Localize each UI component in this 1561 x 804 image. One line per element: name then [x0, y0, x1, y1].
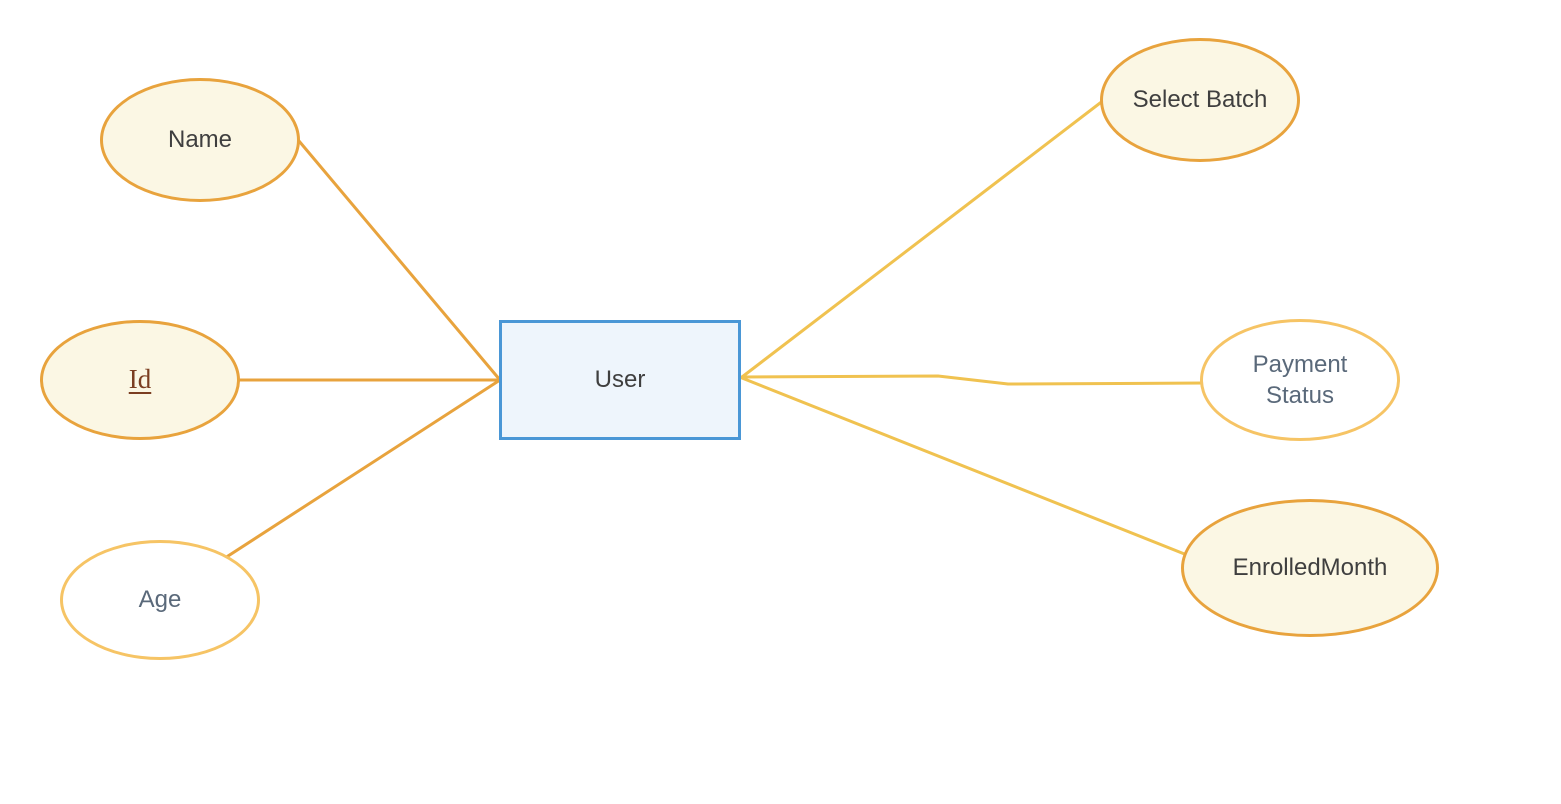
edge-user-payment-status[interactable] [740, 374, 1208, 386]
edge-user-select-batch[interactable] [740, 98, 1106, 379]
edge-user-name[interactable] [297, 139, 502, 382]
attribute-ellipse-enrolled-month[interactable]: EnrolledMonth [1181, 499, 1439, 637]
attribute-ellipse-name[interactable]: Name [100, 78, 300, 202]
attribute-ellipse-payment-status[interactable]: Payment Status [1200, 319, 1400, 441]
attribute-ellipse-age[interactable]: Age [60, 540, 260, 660]
attribute-label-select-batch: Select Batch [1132, 86, 1268, 114]
attribute-label-name: Name [167, 126, 233, 154]
attribute-ellipse-id[interactable]: Id [40, 320, 240, 440]
attribute-label-age: Age [138, 586, 182, 614]
attribute-label-enrolled-month: EnrolledMonth [1232, 554, 1388, 582]
edge-user-enrolled-month[interactable] [740, 376, 1194, 559]
attribute-ellipse-select-batch[interactable]: Select Batch [1100, 38, 1300, 162]
entity-label-user: User [594, 366, 646, 394]
attribute-label-id-key: Id [128, 364, 152, 395]
attribute-label-payment-status: Payment Status [1252, 350, 1348, 409]
entity-rectangle-user[interactable]: User [499, 320, 741, 440]
